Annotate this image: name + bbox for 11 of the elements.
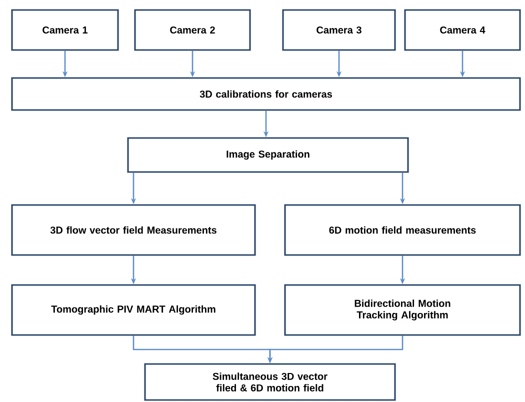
process-box: 6D motion field measurements	[284, 204, 521, 256]
process-box: Simultaneous 3D vector filed & 6D motion field	[144, 363, 396, 401]
process-box: 3D calibrations for cameras	[11, 77, 521, 111]
process-box: Camera 4	[404, 9, 521, 51]
process-box: Camera 1	[11, 9, 119, 51]
process-box: Bidirectional Motion Tracking Algorithm	[284, 284, 521, 336]
process-box: Camera 2	[134, 9, 251, 51]
process-box: 3D flow vector field Measurements	[11, 204, 256, 256]
process-box: Camera 3	[282, 9, 396, 51]
process-box: Image Separation	[127, 137, 409, 173]
process-box: Tomographic PIV MART Algorithm	[11, 284, 256, 336]
